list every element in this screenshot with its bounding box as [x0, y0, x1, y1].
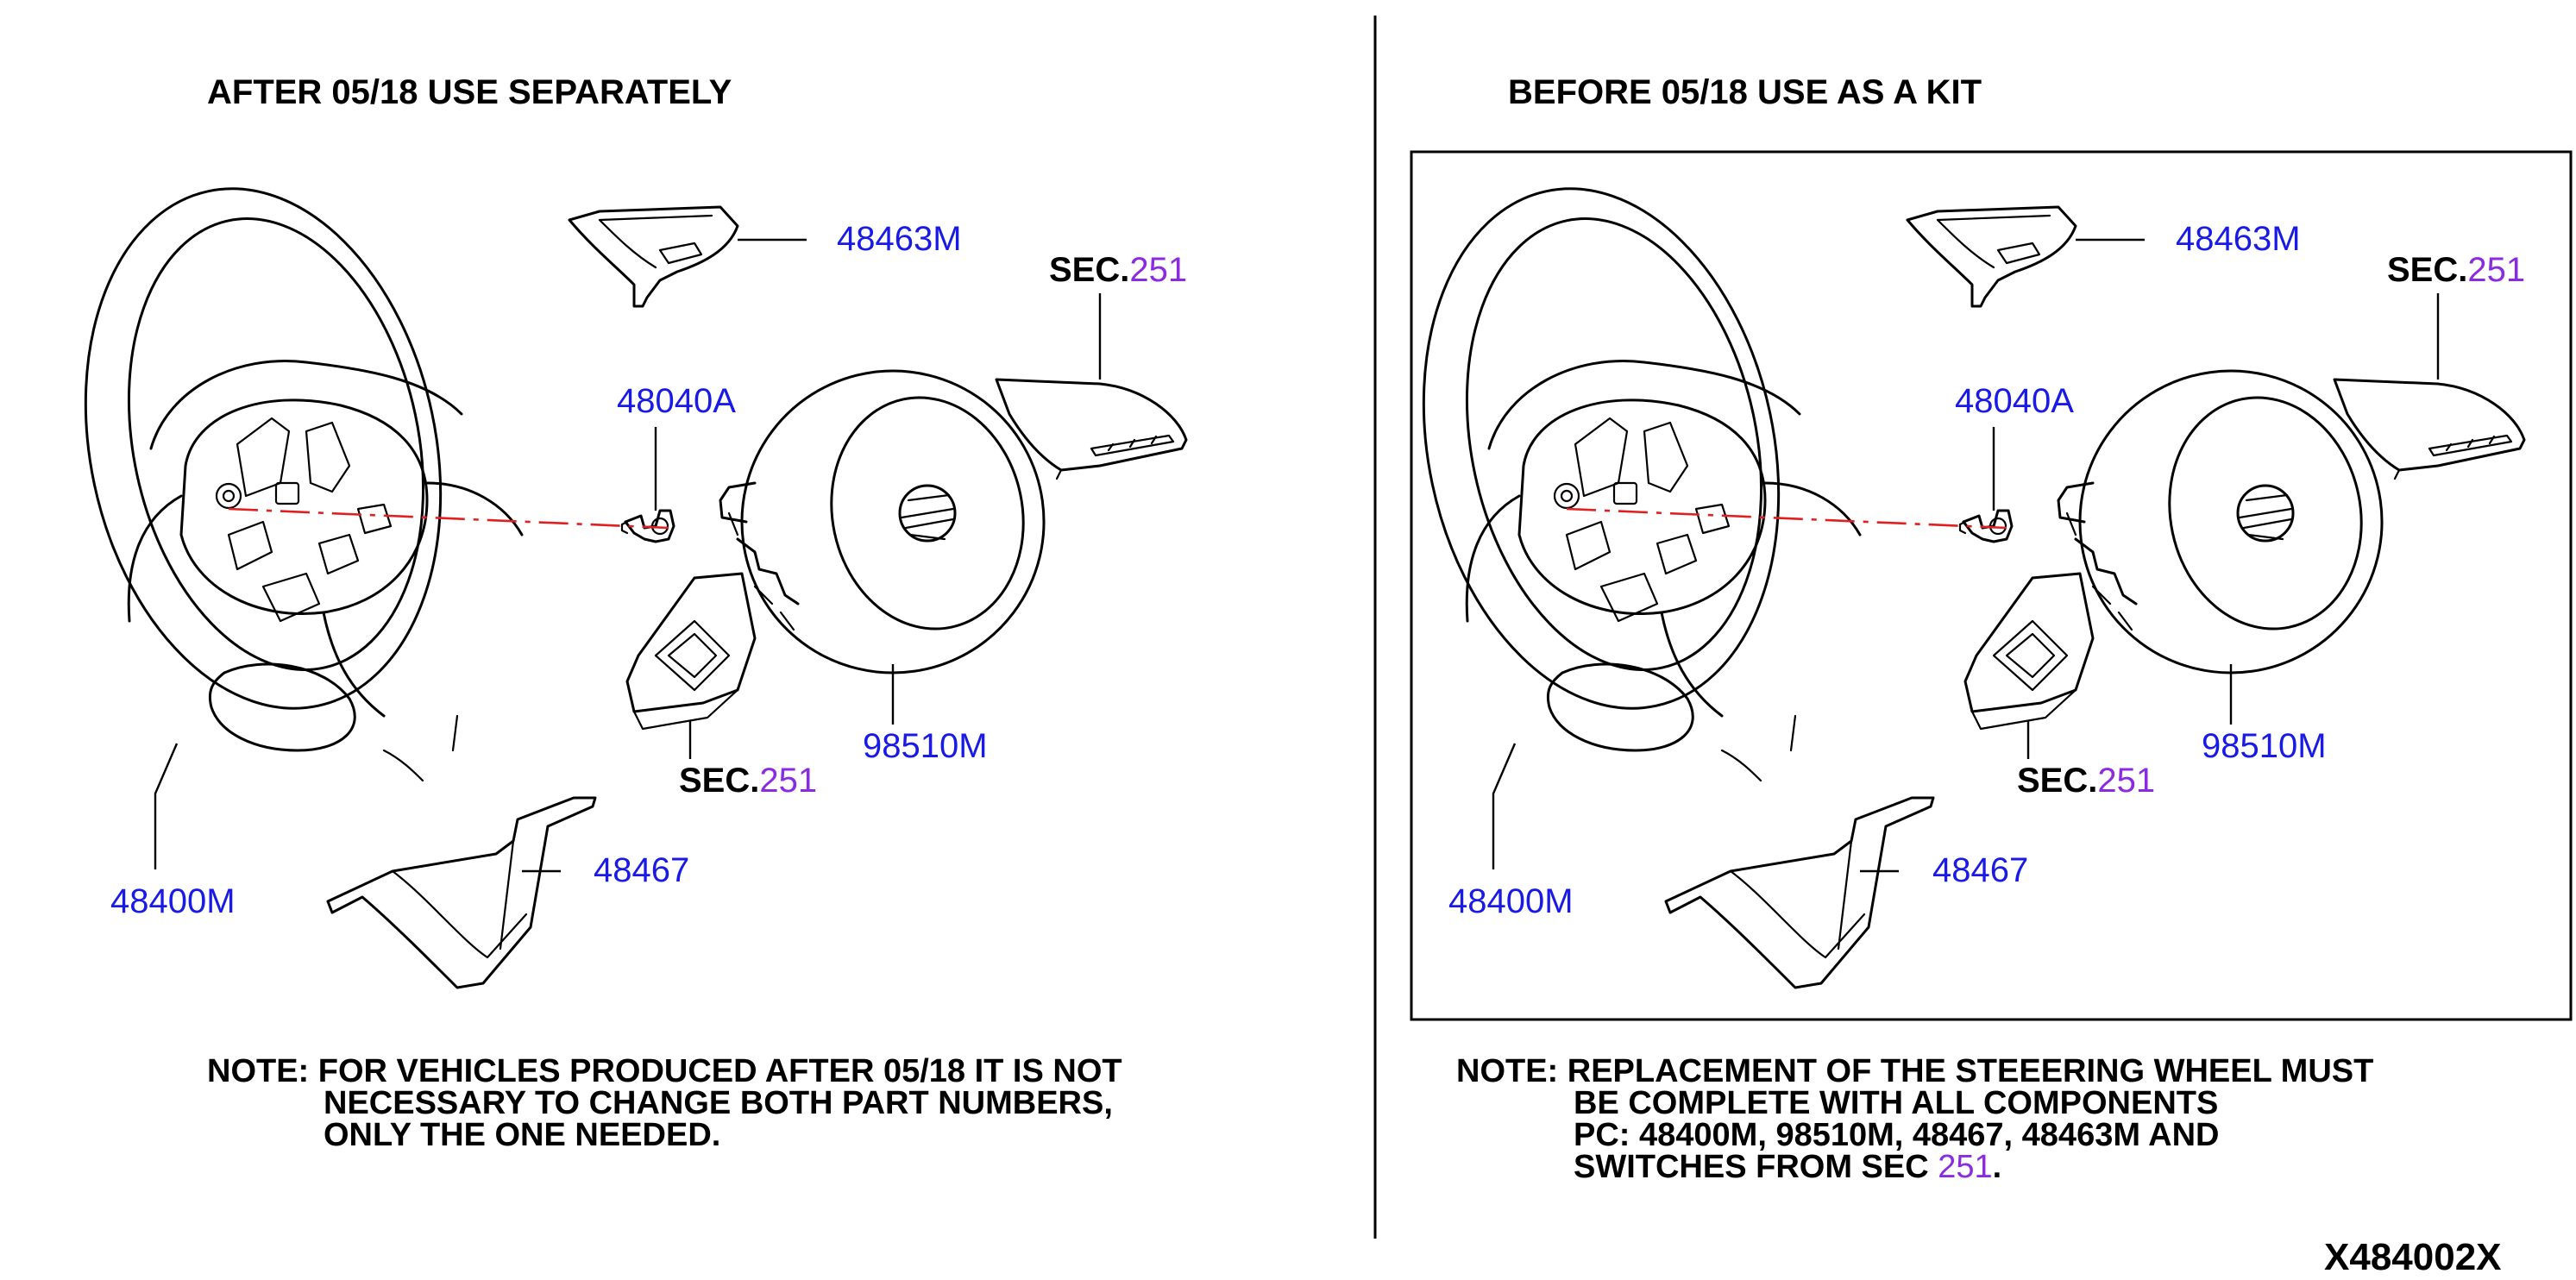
right-sec-upper: SEC.251 — [2387, 251, 2525, 289]
right-part-48040A[interactable]: 48040A — [1955, 382, 2074, 420]
right-panel: BEFORE 05/18 USE AS A KIT 48463M 48040A … — [1376, 73, 2573, 1185]
right-part-48463M[interactable]: 48463M — [2176, 220, 2301, 258]
right-note-line1: NOTE: REPLACEMENT OF THE STEEERING WHEEL… — [1456, 1053, 2373, 1089]
left-part-98510M[interactable]: 98510M — [863, 727, 988, 765]
left-sec-upper-link[interactable]: 251 — [1129, 251, 1187, 289]
left-header: AFTER 05/18 USE SEPARATELY — [207, 73, 732, 111]
right-sec-lower-link[interactable]: 251 — [2097, 762, 2155, 800]
left-part-48467[interactable]: 48467 — [594, 851, 689, 889]
left-note-line2: NECESSARY TO CHANGE BOTH PART NUMBERS, — [324, 1085, 1113, 1121]
right-header: BEFORE 05/18 USE AS A KIT — [1508, 73, 1982, 111]
left-sec-lower: SEC.251 — [679, 762, 817, 800]
left-part-48463M[interactable]: 48463M — [837, 220, 962, 258]
right-note: NOTE: REPLACEMENT OF THE STEEERING WHEEL… — [1456, 1053, 2373, 1185]
right-sec-upper-link[interactable]: 251 — [2467, 251, 2525, 289]
left-sec-lower-link[interactable]: 251 — [759, 762, 817, 800]
left-sec-upper: SEC.251 — [1049, 251, 1187, 289]
right-note-line4: SWITCHES FROM SEC 251. — [1574, 1149, 2001, 1185]
diagram-code: X484002X — [2324, 1236, 2502, 1278]
right-part-98510M[interactable]: 98510M — [2202, 727, 2327, 765]
right-sec-lower-prefix: SEC. — [2017, 762, 2097, 800]
right-note-line3: PC: 48400M, 98510M, 48467, 48463M AND — [1574, 1117, 2219, 1153]
right-sec-upper-prefix: SEC. — [2387, 251, 2467, 289]
kit-frame — [1410, 150, 2573, 1021]
right-sec-lower: SEC.251 — [2017, 762, 2155, 800]
left-panel: AFTER 05/18 USE SEPARATELY 48463M 48040A… — [38, 73, 1188, 1153]
right-part-48400M[interactable]: 48400M — [1448, 882, 1574, 920]
left-part-48040A[interactable]: 48040A — [617, 382, 736, 420]
left-sec-upper-prefix: SEC. — [1049, 251, 1129, 289]
left-note-line3: ONLY THE ONE NEEDED. — [324, 1117, 720, 1153]
left-note: NOTE: FOR VEHICLES PRODUCED AFTER 05/18 … — [207, 1053, 1122, 1153]
left-note-line1: NOTE: FOR VEHICLES PRODUCED AFTER 05/18 … — [207, 1053, 1122, 1089]
left-part-48400M[interactable]: 48400M — [110, 882, 236, 920]
right-note-line2: BE COMPLETE WITH ALL COMPONENTS — [1574, 1085, 2218, 1121]
right-note-line4-prefix: SWITCHES FROM SEC — [1574, 1149, 1938, 1185]
right-part-48467[interactable]: 48467 — [1932, 851, 2028, 889]
left-sec-lower-prefix: SEC. — [679, 762, 759, 800]
right-note-sec-link[interactable]: 251 — [1938, 1149, 1992, 1185]
right-note-line4-suffix: . — [1993, 1149, 2002, 1185]
